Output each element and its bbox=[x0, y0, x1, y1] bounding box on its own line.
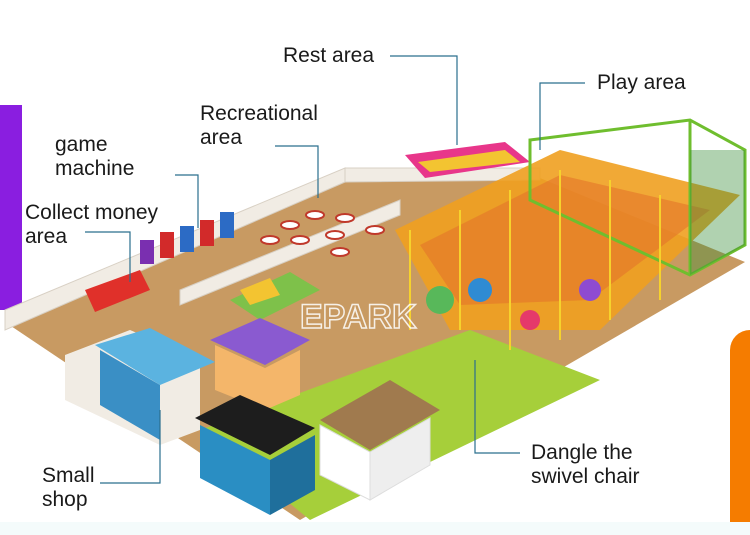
label-line: Recreational bbox=[200, 102, 318, 125]
small-shop-line bbox=[100, 410, 161, 484]
label-line: area bbox=[25, 225, 68, 248]
money-counter bbox=[85, 270, 150, 312]
label-line: area bbox=[200, 126, 243, 149]
label-line: machine bbox=[55, 157, 135, 180]
swivel-chair-line bbox=[474, 360, 520, 454]
label-line: shop bbox=[42, 488, 88, 511]
collect-money-line bbox=[85, 231, 131, 282]
purple-house-roof bbox=[210, 318, 310, 365]
label-line: Play area bbox=[597, 71, 686, 94]
label-line: Collect money bbox=[25, 201, 159, 224]
play-structure bbox=[395, 118, 747, 350]
game-machine-line bbox=[175, 174, 199, 228]
label-rest-area: Rest area bbox=[283, 44, 374, 68]
purple-decoration bbox=[0, 105, 22, 310]
watermark-logo: EPARK bbox=[300, 298, 417, 336]
bottom-strip bbox=[0, 522, 750, 535]
play-area-line bbox=[539, 82, 585, 150]
label-line: Rest area bbox=[283, 44, 375, 67]
soft-play-blocks bbox=[230, 272, 320, 320]
label-line: swivel chair bbox=[531, 465, 640, 488]
label-line: Small bbox=[42, 464, 95, 487]
shop-roof bbox=[95, 328, 215, 385]
recreational-area-line bbox=[275, 145, 319, 198]
orange-decoration bbox=[730, 330, 750, 522]
label-line: Dangle the bbox=[531, 441, 633, 464]
label-play-area: Play area bbox=[597, 71, 686, 95]
blue-kiosk bbox=[195, 395, 315, 455]
rest-area-line bbox=[390, 55, 458, 145]
game-machines bbox=[140, 212, 234, 264]
interior-wall bbox=[179, 199, 401, 306]
recreational-tables bbox=[260, 210, 385, 257]
label-line: game bbox=[55, 133, 108, 156]
leader-lines bbox=[85, 55, 585, 484]
white-house-roof bbox=[320, 380, 440, 450]
